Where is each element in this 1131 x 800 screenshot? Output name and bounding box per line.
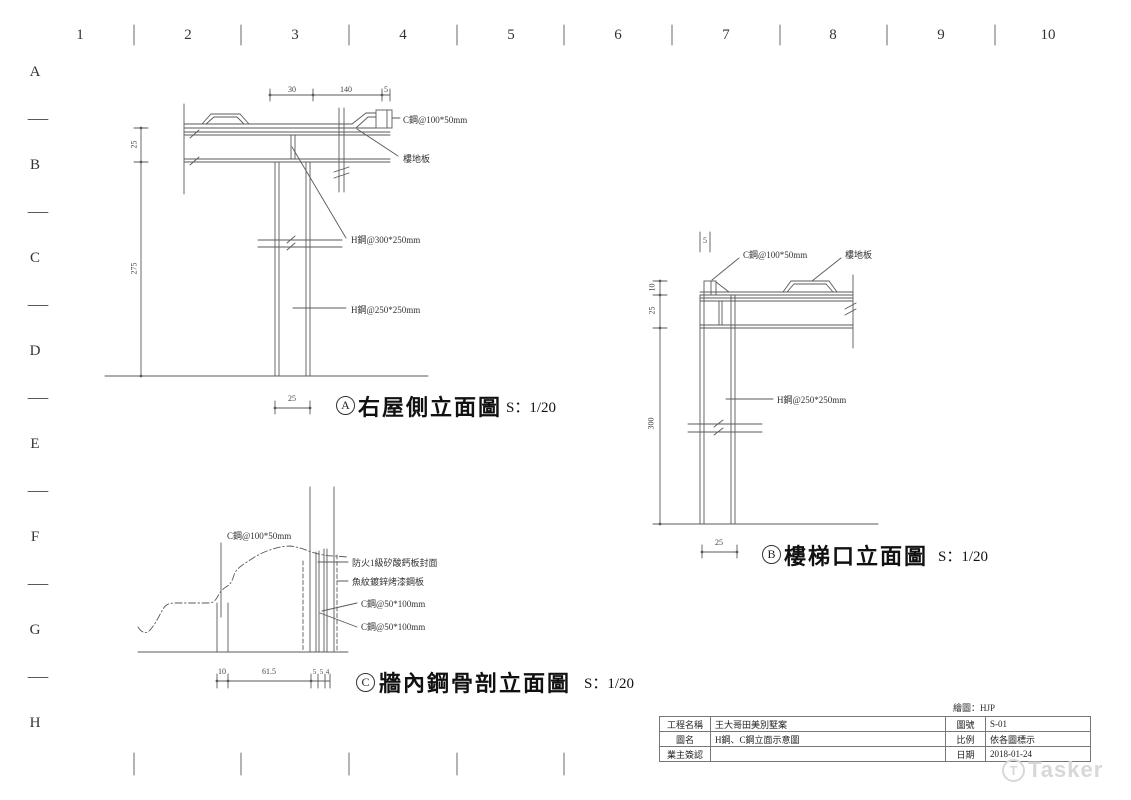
grid-row-label: C [29,250,40,266]
annotation-floor-deck: 樓地板 [403,154,431,164]
dim-label: 4 [325,668,330,676]
field-label: 業主簽認 [659,746,711,762]
annotation-c-steel-100: C鋼@100*50mm [227,531,292,541]
dim-label: 30 [288,85,296,94]
grid-row-label: B [29,157,40,173]
drawing-c-linework [137,486,358,689]
grid-column-label: 1 [76,27,84,43]
border-tick-marks [27,24,996,776]
dim-label: 5 [312,668,317,676]
annotation-steel-sheet: 魚紋鍍鋅烤漆鋼板 [352,577,425,587]
dimension-dots [139,93,739,683]
annotation-c-steel: C鋼@100*50mm [743,250,808,260]
field-value [710,746,946,762]
watermark-logo-icon: T [1002,758,1025,782]
title-block-row: 圖名 H鋼、C鋼立面示意圖 比例 依各圖標示 [659,731,1091,747]
field-value: H鋼、C鋼立面示意圖 [710,731,946,747]
grid-row-label: E [30,436,40,452]
drawing-a-title: 右屋側立面圖 [358,395,503,420]
dim-label: 25 [129,140,139,149]
dim-label: 275 [129,262,139,275]
field-value: S-01 [985,716,1091,732]
annotation-fireboard: 防火1級矽酸鈣板封面 [352,558,438,568]
annotation-h-steel-300: H鋼@300*250mm [351,235,421,245]
dim-label: 10 [647,283,657,292]
drawing-c-title: 牆內鋼骨剖立面圖 [379,671,572,696]
dim-label: 25 [715,538,723,547]
grid-column-label: 3 [291,27,299,43]
dim-label: 5 [384,85,388,94]
dim-label: 300 [646,417,656,430]
drawing-b-linework [652,231,879,559]
watermark-text: Tasker [1028,757,1104,782]
grid-column-label: 6 [614,27,622,43]
field-label: 日期 [945,746,986,762]
grid-row-label: H [29,715,41,731]
dim-label: 25 [647,306,657,315]
title-block-table: 工程名稱 王大哥田美別墅案 圖號 S-01 圖名 H鋼、C鋼立面示意圖 比例 依… [659,716,1091,762]
annotation-c-steel: C鋼@100*50mm [403,115,468,125]
grid-column-label: 8 [829,27,837,43]
grid-column-label: 2 [184,27,192,43]
dim-label: 61.5 [262,667,276,676]
annotation-floor-deck: 樓地板 [845,250,873,260]
drawing-a-scale: S：1/20 [506,400,557,416]
drawing-b-badge: B [762,545,781,564]
dim-label: 5 [703,236,707,245]
grid-column-label: 5 [507,27,515,43]
dim-label: 25 [288,394,296,403]
grid-column-label: 9 [937,27,945,43]
title-block-row: 工程名稱 王大哥田美別墅案 圖號 S-01 [659,716,1091,732]
title-block-row: 業主簽認 日期 2018-01-24 [659,746,1091,762]
field-label: 圖號 [945,716,986,732]
annotation-c-steel-50: C鋼@50*100mm [361,622,426,632]
field-value: 2018-01-24 [985,746,1091,762]
annotation-h-steel-250: H鋼@250*250mm [777,395,847,405]
annotation-c-steel-50: C鋼@50*100mm [361,599,426,609]
drawn-by-label: 繪圖：HJP [953,703,996,713]
drawing-a-linework [104,88,429,415]
field-label: 圖名 [659,731,711,747]
drawing-a-badge: A [336,396,355,415]
dim-label: 10 [218,667,226,676]
drawing-b-scale: S：1/20 [938,549,989,565]
grid-column-label: 4 [399,27,407,43]
drawing-c-scale: S：1/20 [584,676,635,692]
annotation-h-steel-250: H鋼@250*250mm [351,305,421,315]
watermark: T Tasker [1002,757,1103,783]
grid-row-label: D [29,343,41,359]
drawing-b-title: 樓梯口立面圖 [784,544,929,569]
field-value: 依各圖標示 [985,731,1091,747]
field-value: 王大哥田美別墅案 [710,716,946,732]
drawing-c-badge: C [356,673,375,692]
grid-row-label: G [29,622,41,638]
grid-column-label: 10 [1040,27,1056,43]
field-label: 工程名稱 [659,716,711,732]
grid-row-label: F [30,529,40,545]
dim-label: 5 [319,668,324,676]
grid-row-label: A [29,64,41,80]
grid-column-label: 7 [722,27,730,43]
dim-label: 140 [340,85,352,94]
field-label: 比例 [945,731,986,747]
